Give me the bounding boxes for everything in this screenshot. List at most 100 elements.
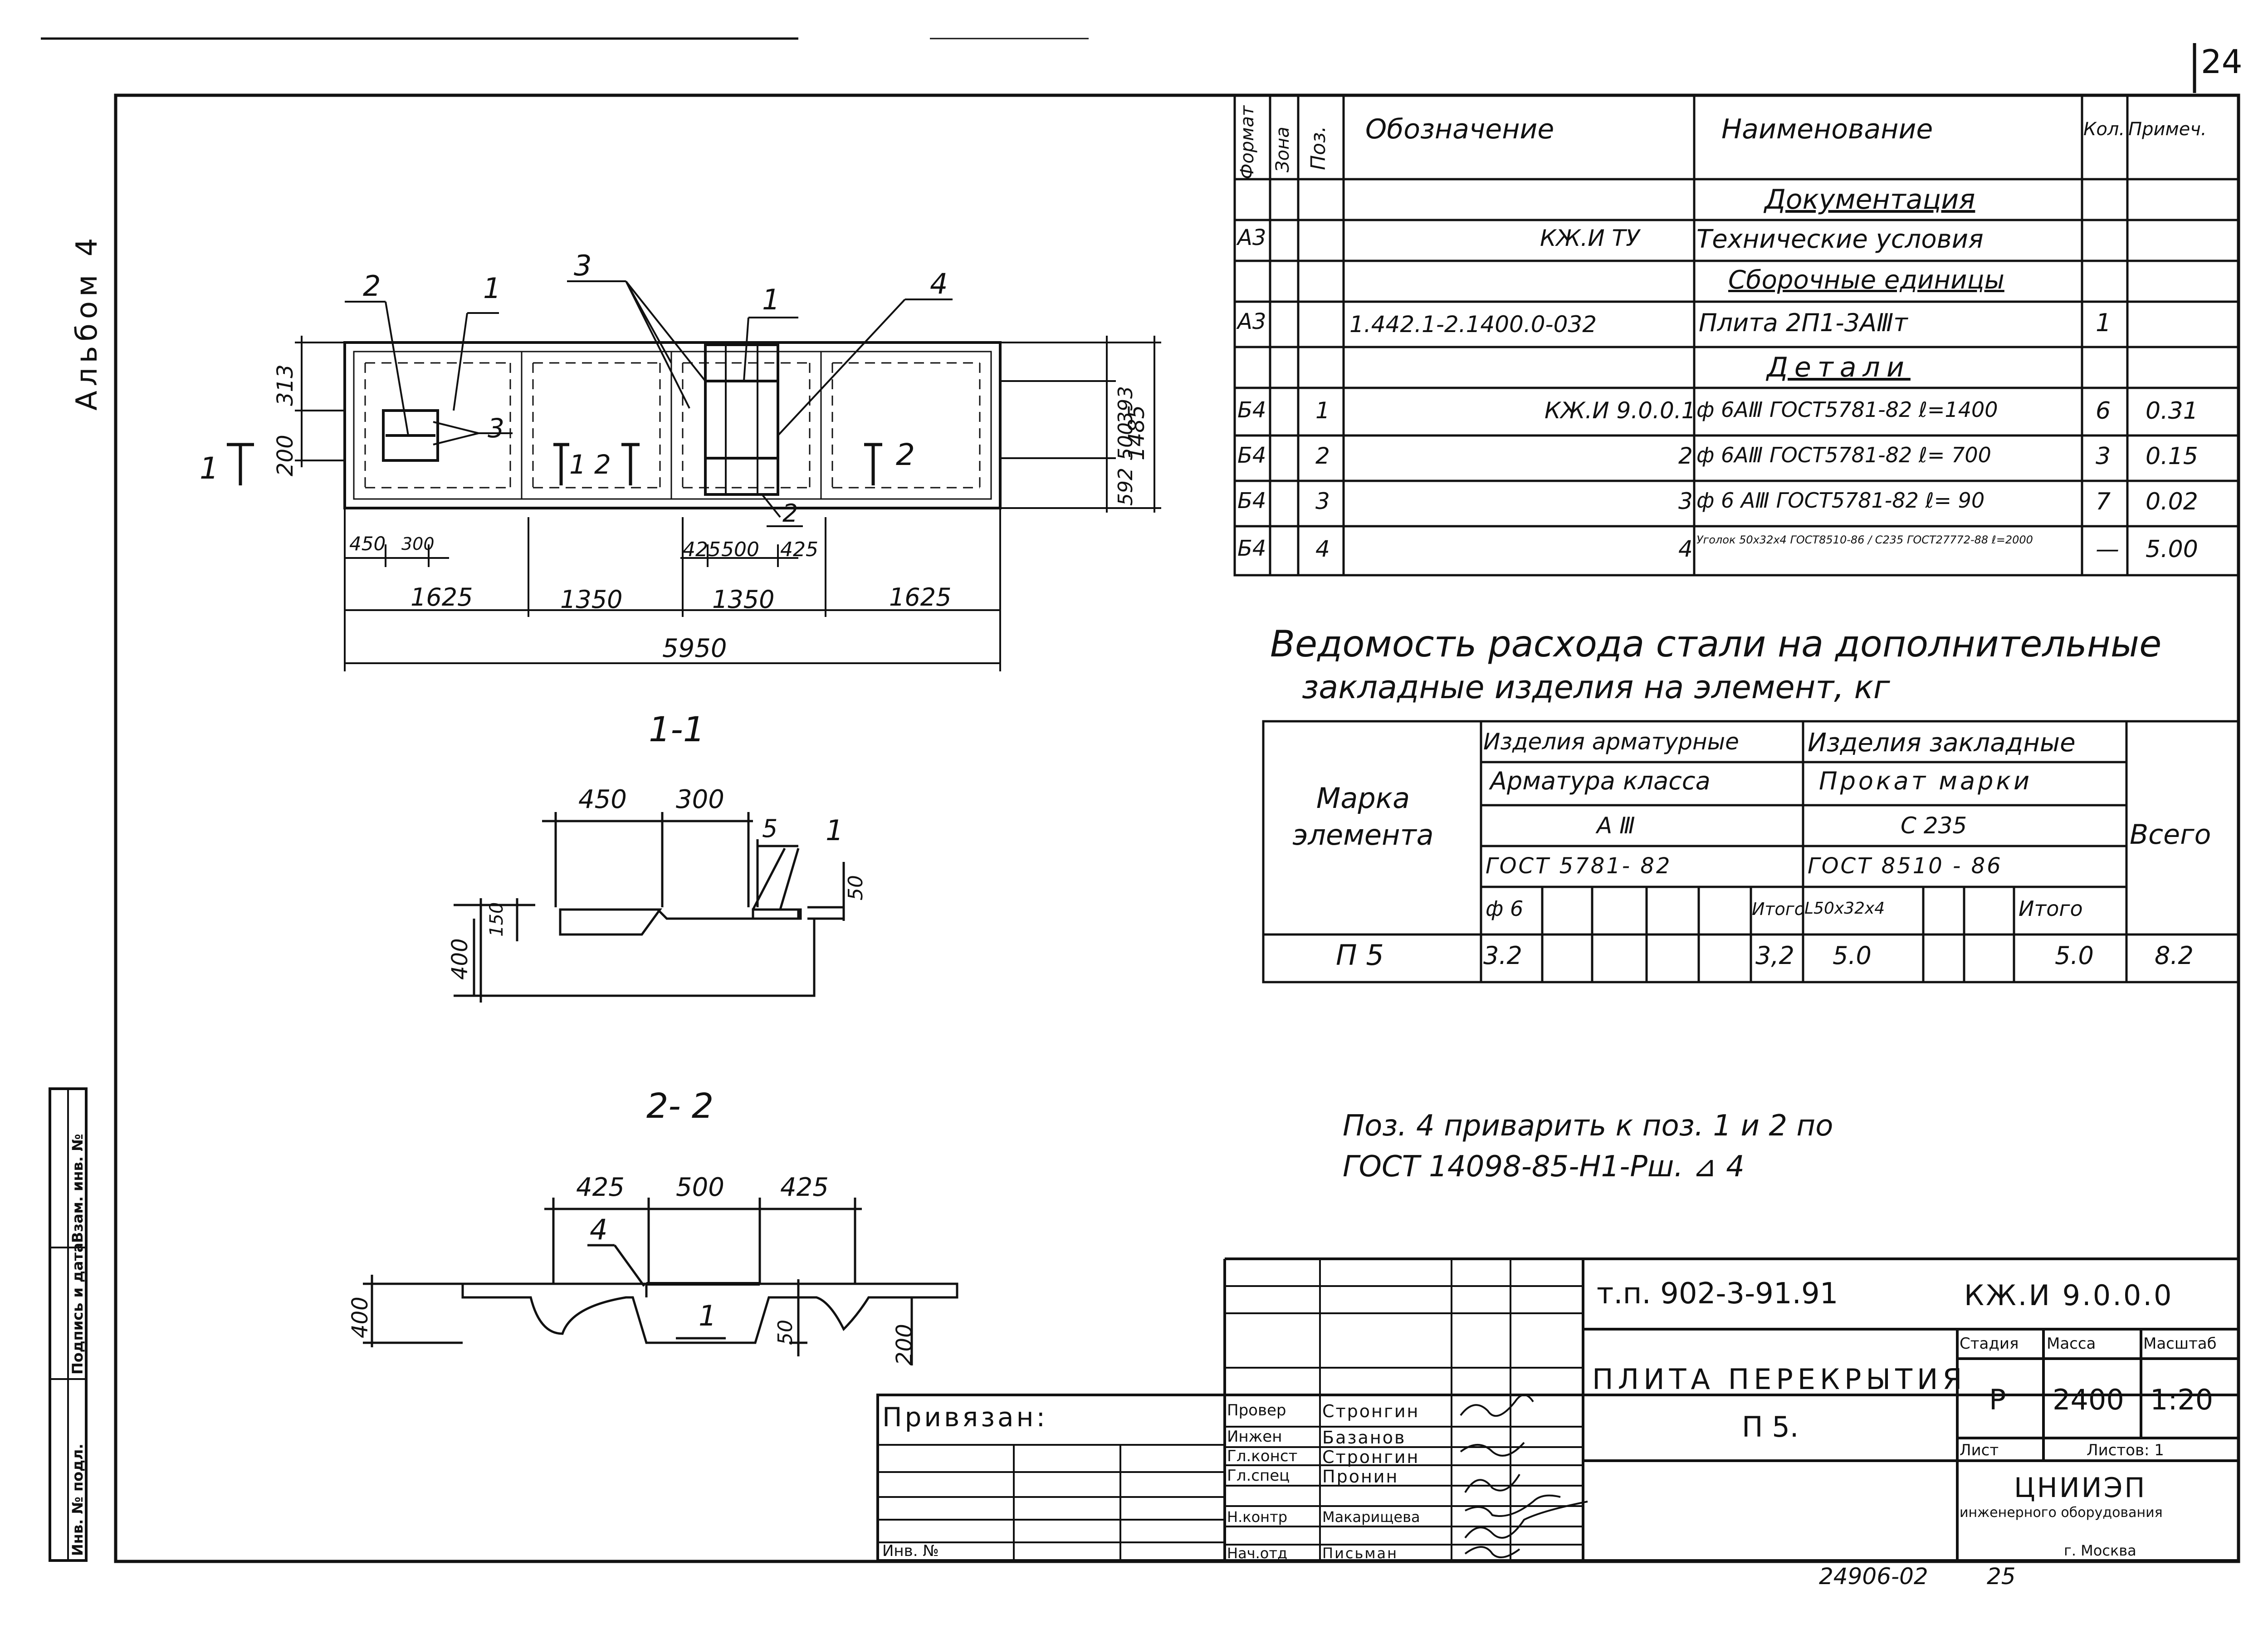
org-name: ЦНИИЭП bbox=[2014, 1472, 2147, 1504]
steel-col-rebar: Изделия арматурные bbox=[1483, 729, 1739, 755]
side-stamp-inv-label: Инв. № подл. bbox=[69, 1443, 86, 1556]
plan-dim: 1350 bbox=[560, 585, 623, 614]
signer-role: Инжен bbox=[1227, 1428, 1282, 1446]
signer-name: Макарищева bbox=[1322, 1508, 1420, 1526]
signer-role: Нач.отд bbox=[1227, 1545, 1288, 1562]
plan-dim: 300 bbox=[401, 534, 435, 554]
section-dim: 400 bbox=[347, 1296, 373, 1338]
stage-value: Р bbox=[1989, 1383, 2006, 1416]
spec-row-format: Б4 bbox=[1237, 443, 1266, 468]
spec-row-name: Детали bbox=[1767, 352, 1911, 383]
spec-row-format: А3 bbox=[1237, 225, 1266, 250]
plan-dim: 200 bbox=[273, 435, 298, 476]
album-label: Альбом 4 bbox=[70, 233, 104, 411]
spec-row-name: Документация bbox=[1765, 184, 1975, 215]
inv-label: Инв. № bbox=[882, 1542, 939, 1560]
spec-row-format: А3 bbox=[1237, 309, 1266, 334]
steel-rebar-dia: ф 6 bbox=[1486, 896, 1524, 921]
plan-callout: 3 bbox=[488, 413, 504, 444]
signer-name: Стронгин bbox=[1322, 1401, 1420, 1421]
steel-title-line2: закладные изделия на элемент, кг bbox=[1302, 669, 1890, 706]
steel-title-line1: Ведомость расхода стали на дополнительны… bbox=[1270, 623, 2162, 665]
spec-row-name: ф 6 АⅢ ГОСТ5781-82 ℓ= 90 bbox=[1696, 488, 1985, 513]
spec-row-format: Б4 bbox=[1237, 488, 1266, 514]
steel-rebar-class: А Ⅲ bbox=[1597, 812, 1635, 839]
section-mark: 1 bbox=[569, 449, 586, 480]
signer-name: Пронин bbox=[1322, 1467, 1399, 1487]
section-dim: 150 bbox=[486, 902, 507, 937]
weld-note-line1: Поз. 4 приварить к поз. 1 и 2 по bbox=[1343, 1109, 1833, 1143]
sheets-label: Листов: 1 bbox=[2087, 1441, 2164, 1459]
plan-dim: 450 bbox=[349, 533, 386, 555]
bound-label: Привязан: bbox=[882, 1402, 1048, 1433]
plan-dim: 313 bbox=[273, 364, 298, 406]
signer-name: Стронгин bbox=[1322, 1447, 1420, 1467]
plan-dim-total-height: 1485 bbox=[1124, 405, 1149, 460]
steel-row-embed-profile: 5.0 bbox=[1833, 941, 1872, 970]
section-mark: 1 bbox=[200, 451, 219, 486]
spec-row-note: 0.31 bbox=[2146, 397, 2198, 425]
scale-label: Масштаб bbox=[2143, 1335, 2217, 1353]
steel-embed-profile: L50х32х4 bbox=[1804, 899, 1885, 918]
weld-note-line2: ГОСТ 14098-85-Н1-Рш. ⊿ 4 bbox=[1343, 1150, 1745, 1184]
spec-header-format: Формат bbox=[1237, 105, 1258, 179]
page-number: 24 bbox=[2201, 43, 2243, 81]
sheet-label: Лист bbox=[1960, 1441, 1999, 1459]
steel-col-embed: Изделия закладные bbox=[1808, 728, 2076, 758]
org-subtitle: инженерного оборудования bbox=[1960, 1505, 2163, 1521]
signer-role: Провер bbox=[1227, 1401, 1286, 1419]
spec-row-name: ф 6АⅢ ГОСТ5781-82 ℓ=1400 bbox=[1696, 397, 1998, 422]
spec-row-qty: — bbox=[2096, 536, 2119, 563]
section-dim: 500 bbox=[676, 1173, 724, 1202]
signer-role: Гл.конст bbox=[1227, 1447, 1298, 1465]
section-dim: 50 bbox=[774, 1320, 797, 1345]
spec-row-format: Б4 bbox=[1237, 397, 1266, 423]
spec-row-note: 5.00 bbox=[2146, 536, 2198, 563]
steel-rebar-class-label: Арматура класса bbox=[1490, 767, 1711, 795]
plan-callout: 2 bbox=[363, 269, 381, 303]
plan-callout: 4 bbox=[930, 267, 948, 300]
section-dim: 5 bbox=[762, 814, 778, 843]
spec-row-pos: 4 bbox=[1315, 536, 1330, 562]
spec-row-pos: 2 bbox=[1315, 443, 1330, 469]
mass-label: Масса bbox=[2047, 1335, 2096, 1353]
plan-dim: 592 bbox=[1114, 468, 1137, 506]
steel-row-rebar-total: 3,2 bbox=[1755, 941, 1794, 970]
spec-row-qty: 3 bbox=[2096, 443, 2111, 470]
project-code: т.п. 902-3-91.91 bbox=[1597, 1277, 1838, 1311]
steel-rebar-total-label: Итого bbox=[1752, 899, 1805, 919]
steel-row-total: 8.2 bbox=[2155, 941, 2194, 970]
drawing-title-line1: ПЛИТА ПЕРЕКРЫТИЯ bbox=[1592, 1363, 1967, 1396]
spec-row-name: Технические условия bbox=[1696, 225, 1984, 254]
steel-embed-gost: ГОСТ 8510 - 86 bbox=[1808, 853, 2003, 879]
section-title: 2- 2 bbox=[646, 1086, 714, 1126]
steel-embed-grade-label: Прокат марки bbox=[1819, 767, 2033, 795]
plan-dim: 1625 bbox=[411, 583, 473, 612]
footer-sheet: 25 bbox=[1987, 1563, 2016, 1590]
scale-value: 1:20 bbox=[2150, 1383, 2214, 1416]
mass-value: 2400 bbox=[2053, 1383, 2124, 1416]
spec-row-designation: 1.442.1-2.1400.0-032 bbox=[1349, 311, 1597, 338]
spec-row-designation: КЖ.И 9.0.0.1 bbox=[1545, 397, 1696, 424]
section-dim: 300 bbox=[676, 785, 724, 814]
spec-row-note: 0.02 bbox=[2146, 488, 2198, 515]
section-mark: 2 bbox=[594, 449, 611, 480]
section-dim: 400 bbox=[447, 938, 473, 980]
steel-rebar-gost: ГОСТ 5781- 82 bbox=[1486, 853, 1672, 879]
steel-col-total: Всего bbox=[2130, 819, 2211, 851]
spec-row-note: 0.15 bbox=[2146, 443, 2198, 470]
signer-name: Письман bbox=[1322, 1545, 1398, 1562]
plan-callout: 3 bbox=[574, 249, 592, 282]
plan-dim: 1350 bbox=[712, 585, 775, 614]
steel-col-mark: Марка элемента bbox=[1292, 782, 1434, 851]
spec-row-name: Сборочные единицы bbox=[1728, 265, 2004, 295]
steel-row-rebar-dia: 3.2 bbox=[1483, 941, 1522, 970]
plan-dim: 425 bbox=[683, 538, 721, 561]
plan-dim: 425 bbox=[780, 538, 818, 561]
spec-row-name: ф 6АⅢ ГОСТ5781-82 ℓ= 700 bbox=[1696, 443, 1991, 467]
spec-row-designation: 4 bbox=[1678, 536, 1693, 562]
section-dim: 4 bbox=[590, 1213, 608, 1246]
section-title: 1-1 bbox=[649, 709, 705, 749]
section-dim: 425 bbox=[780, 1173, 829, 1202]
